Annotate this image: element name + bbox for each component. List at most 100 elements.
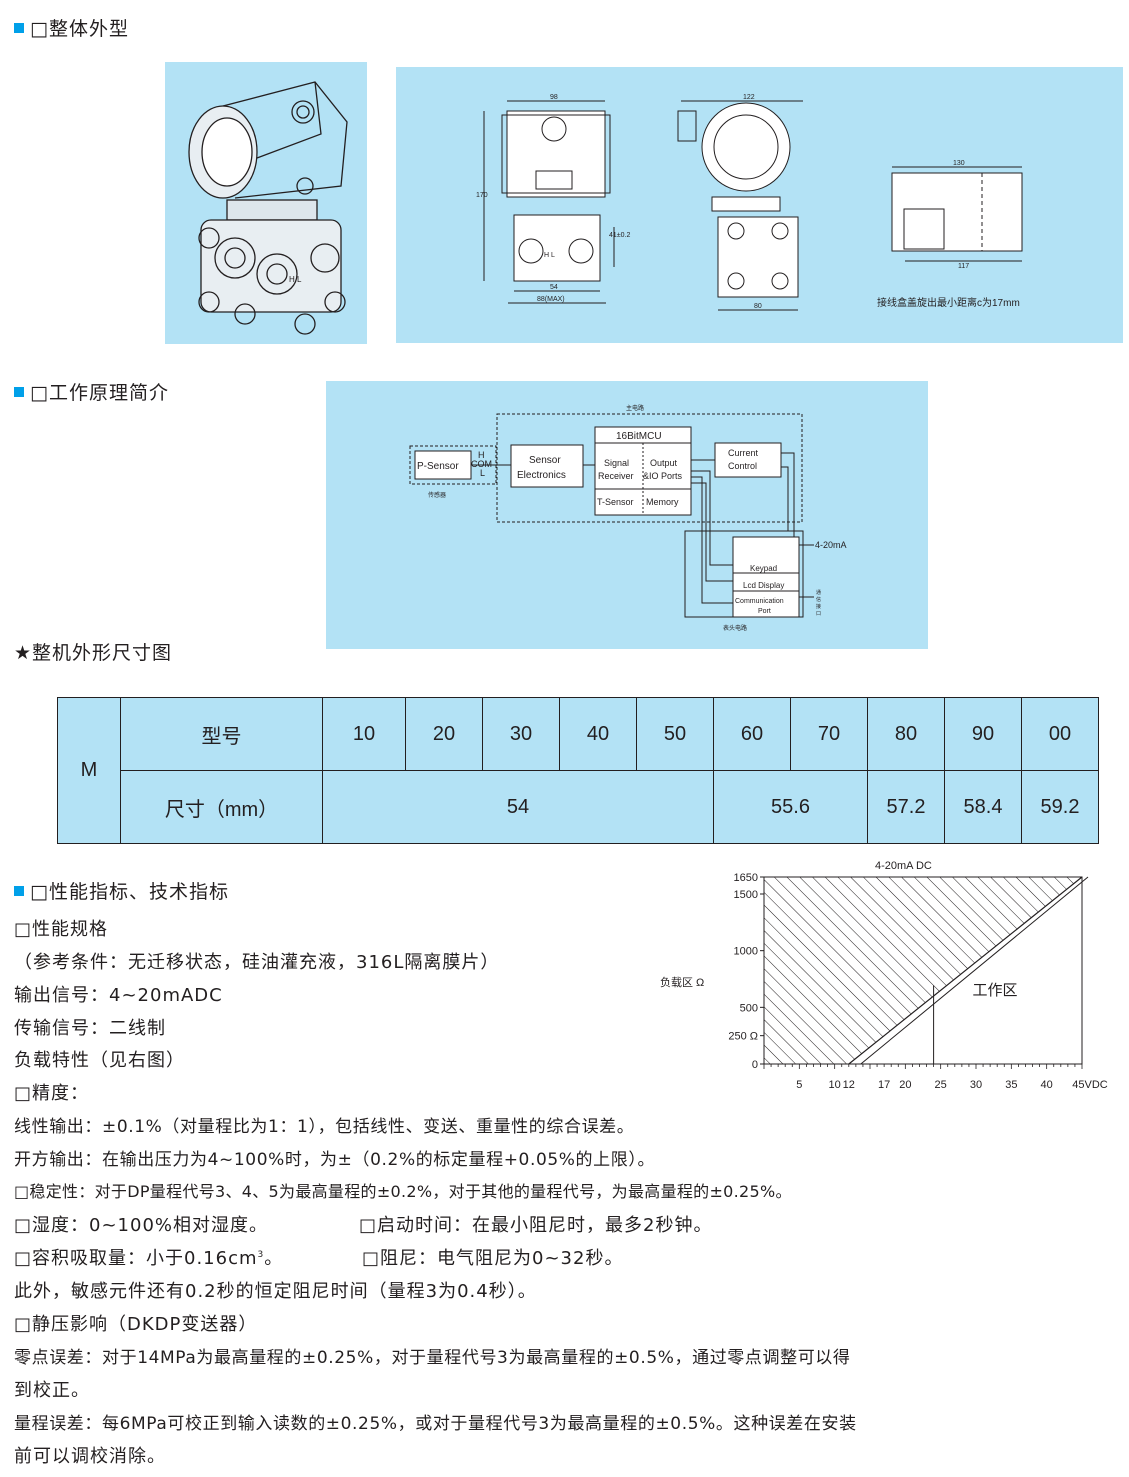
dimension-table: M 型号 10 20 30 40 50 60 70 80 90 00 尺寸（mm… [57,697,1099,844]
spec-line: 零点误差：对于14MPa为最高量程的±0.25%，对于量程代号3为最高量程的±0… [14,1348,851,1368]
section-title: □性能指标、技术指标 [30,881,229,903]
x-tick-label: 40 [1041,1079,1053,1091]
x-tick-label: 5 [796,1079,802,1091]
dimension-drawings: 98 170 41±0.2 54 88(MAX) 122 80 130 117 … [476,94,1023,311]
spec-line: 前可以调校消除。 [14,1446,166,1467]
x-tick-label: 30 [970,1079,982,1091]
dim-41: 41±0.2 [609,232,630,239]
model-cell: 00 [1021,697,1099,771]
memory-label: Memory [646,497,679,507]
spec-line: □湿度：0~100%相对湿度。 [14,1215,269,1236]
spec-line: □启动时间：在最小阻尼时，最多2秒钟。 [359,1215,713,1236]
spec-line: 传输信号：二线制 [14,1018,166,1039]
spec-line: 此外，敏感元件还有0.2秒的恒定阻尼时间（量程3为0.4秒）。 [14,1281,537,1302]
transmitter-3d-illustration: H L [188,81,348,335]
spec-line: □性能规格 [14,919,109,940]
spec-line: 开方输出：在输出压力为4~100%时，为±（0.2%的标定量程+0.05%的上限… [14,1150,656,1170]
model-cell: 10 [322,697,406,771]
com-terminal: COM [471,459,492,469]
model-cell: 20 [405,697,483,771]
dim-88max: 88(MAX) [537,296,565,303]
size-cell: 57.2 [867,770,945,844]
spec-line: 到校正。 [14,1380,90,1401]
table-row: 尺寸（mm） 54 55.6 57.2 58.4 59.2 [58,770,1099,844]
section-heading-appearance: □整体外型 [14,14,129,41]
size-cell: 55.6 [713,770,868,844]
x-tick-label: 17 [878,1079,890,1091]
comm-interface-2: 信 [816,596,821,603]
main-circuit-label: 主电路 [626,404,644,412]
cover-clearance-note: 接线盒盖旋出最小距离c为17mm [877,296,1020,309]
plot-frame [763,876,1083,1065]
load-limit-line [848,876,1083,1065]
block-diagram-panel: 主电路 P-Sensor 传感器 H COM L Sensor Electron… [326,381,928,649]
spec-line: （参考条件：无迁移状态，硅油灌充液，316L隔离膜片） [14,952,500,973]
l-terminal: L [480,468,485,478]
x-tick-label: 35 [1005,1079,1017,1091]
comm-interface-1: 通 [816,589,821,596]
dim-130: 130 [953,160,965,167]
y-tick-label: 250 Ω [728,1031,758,1043]
dim-80: 80 [754,303,762,310]
spec-line: □阻尼：电气阻尼为0~32秒。 [362,1248,624,1269]
dim-117: 117 [958,263,969,270]
y-tick-label: 1000 [734,946,758,958]
current-control-line2: Control [728,461,757,471]
bullet-square-icon [14,386,24,397]
comm-port-line2: Port [758,608,771,615]
sensor-electronics-block [510,444,584,488]
dimension-table-title: ★整机外形尺寸图 [14,642,173,664]
x-tick-label: 45VDC [1072,1079,1108,1091]
dim-54: 54 [550,284,558,291]
sensor-caption: 传感器 [428,491,446,499]
spec-line: □容积吸取量：小于0.16cm3。 [14,1248,284,1269]
p-sensor-block [414,450,472,480]
comm-interface-4: 口 [816,611,821,617]
spec-line: 线性输出：±0.1%（对量程比为1：1），包括线性、变送、重量性的综合误差。 [14,1117,635,1137]
mcu-label: 16BitMCU [616,431,662,442]
p-sensor-label: P-Sensor [417,461,459,472]
y-tick-label: 1500 [734,889,758,901]
t-sensor-label: T-Sensor [597,497,634,507]
spec-line: 量程误差：每6MPa可校正到输入读数的±0.25%，或对于量程代号3为最高量程的… [14,1414,857,1434]
y-tick-label: 500 [740,1002,758,1014]
chart-ylabel: 负载区 Ω [660,975,704,989]
output-signal-label: 4-20mA [815,540,847,550]
size-cell: 59.2 [1021,770,1099,844]
lcd-label: Lcd Display [743,581,784,590]
signal-receiver-line1: Signal [604,458,629,468]
model-cell: 80 [867,697,945,771]
product-illustration-panel: H L [165,62,367,344]
model-prefix-cell: M [57,697,121,844]
dimension-drawing-panel: 98 170 41±0.2 54 88(MAX) 122 80 130 117 … [396,67,1123,343]
dim-122: 122 [743,94,755,101]
keypad-label: Keypad [750,564,777,573]
current-control-line1: Current [728,448,759,458]
bullet-square-icon [14,22,24,33]
x-tick-label: 25 [935,1079,947,1091]
output-ports-line2: &IO Ports [643,471,683,481]
x-tick-label: 10 [829,1079,841,1091]
working-region-label: 工作区 [972,982,1017,999]
model-cell: 90 [944,697,1022,771]
model-label-cell: 型号 [120,697,323,771]
hl-port-label: H L [289,275,302,284]
size-cell: 54 [322,770,714,844]
table-row: M 型号 10 20 30 40 50 60 70 80 90 00 [57,697,1099,844]
h-terminal: H [478,450,485,460]
output-ports-line1: Output [650,458,678,468]
sensor-electronics-line1: Sensor [529,455,561,466]
section-heading-performance: □性能指标、技术指标 [14,877,229,904]
spec-line: 输出信号：4~20mADC [14,985,223,1006]
model-cell: 60 [713,697,791,771]
model-cell: 30 [482,697,560,771]
model-cell: 70 [790,697,868,771]
signal-receiver-line2: Receiver [598,471,634,481]
model-cell: 50 [636,697,714,771]
comm-port-line1: Communication [735,598,784,605]
y-tick-label: 1650 [734,872,758,884]
load-limit-line-2 [860,876,1089,1065]
front-hl-label: H L [544,252,555,259]
working-principle-diagram: 主电路 P-Sensor 传感器 H COM L Sensor Electron… [409,404,847,632]
